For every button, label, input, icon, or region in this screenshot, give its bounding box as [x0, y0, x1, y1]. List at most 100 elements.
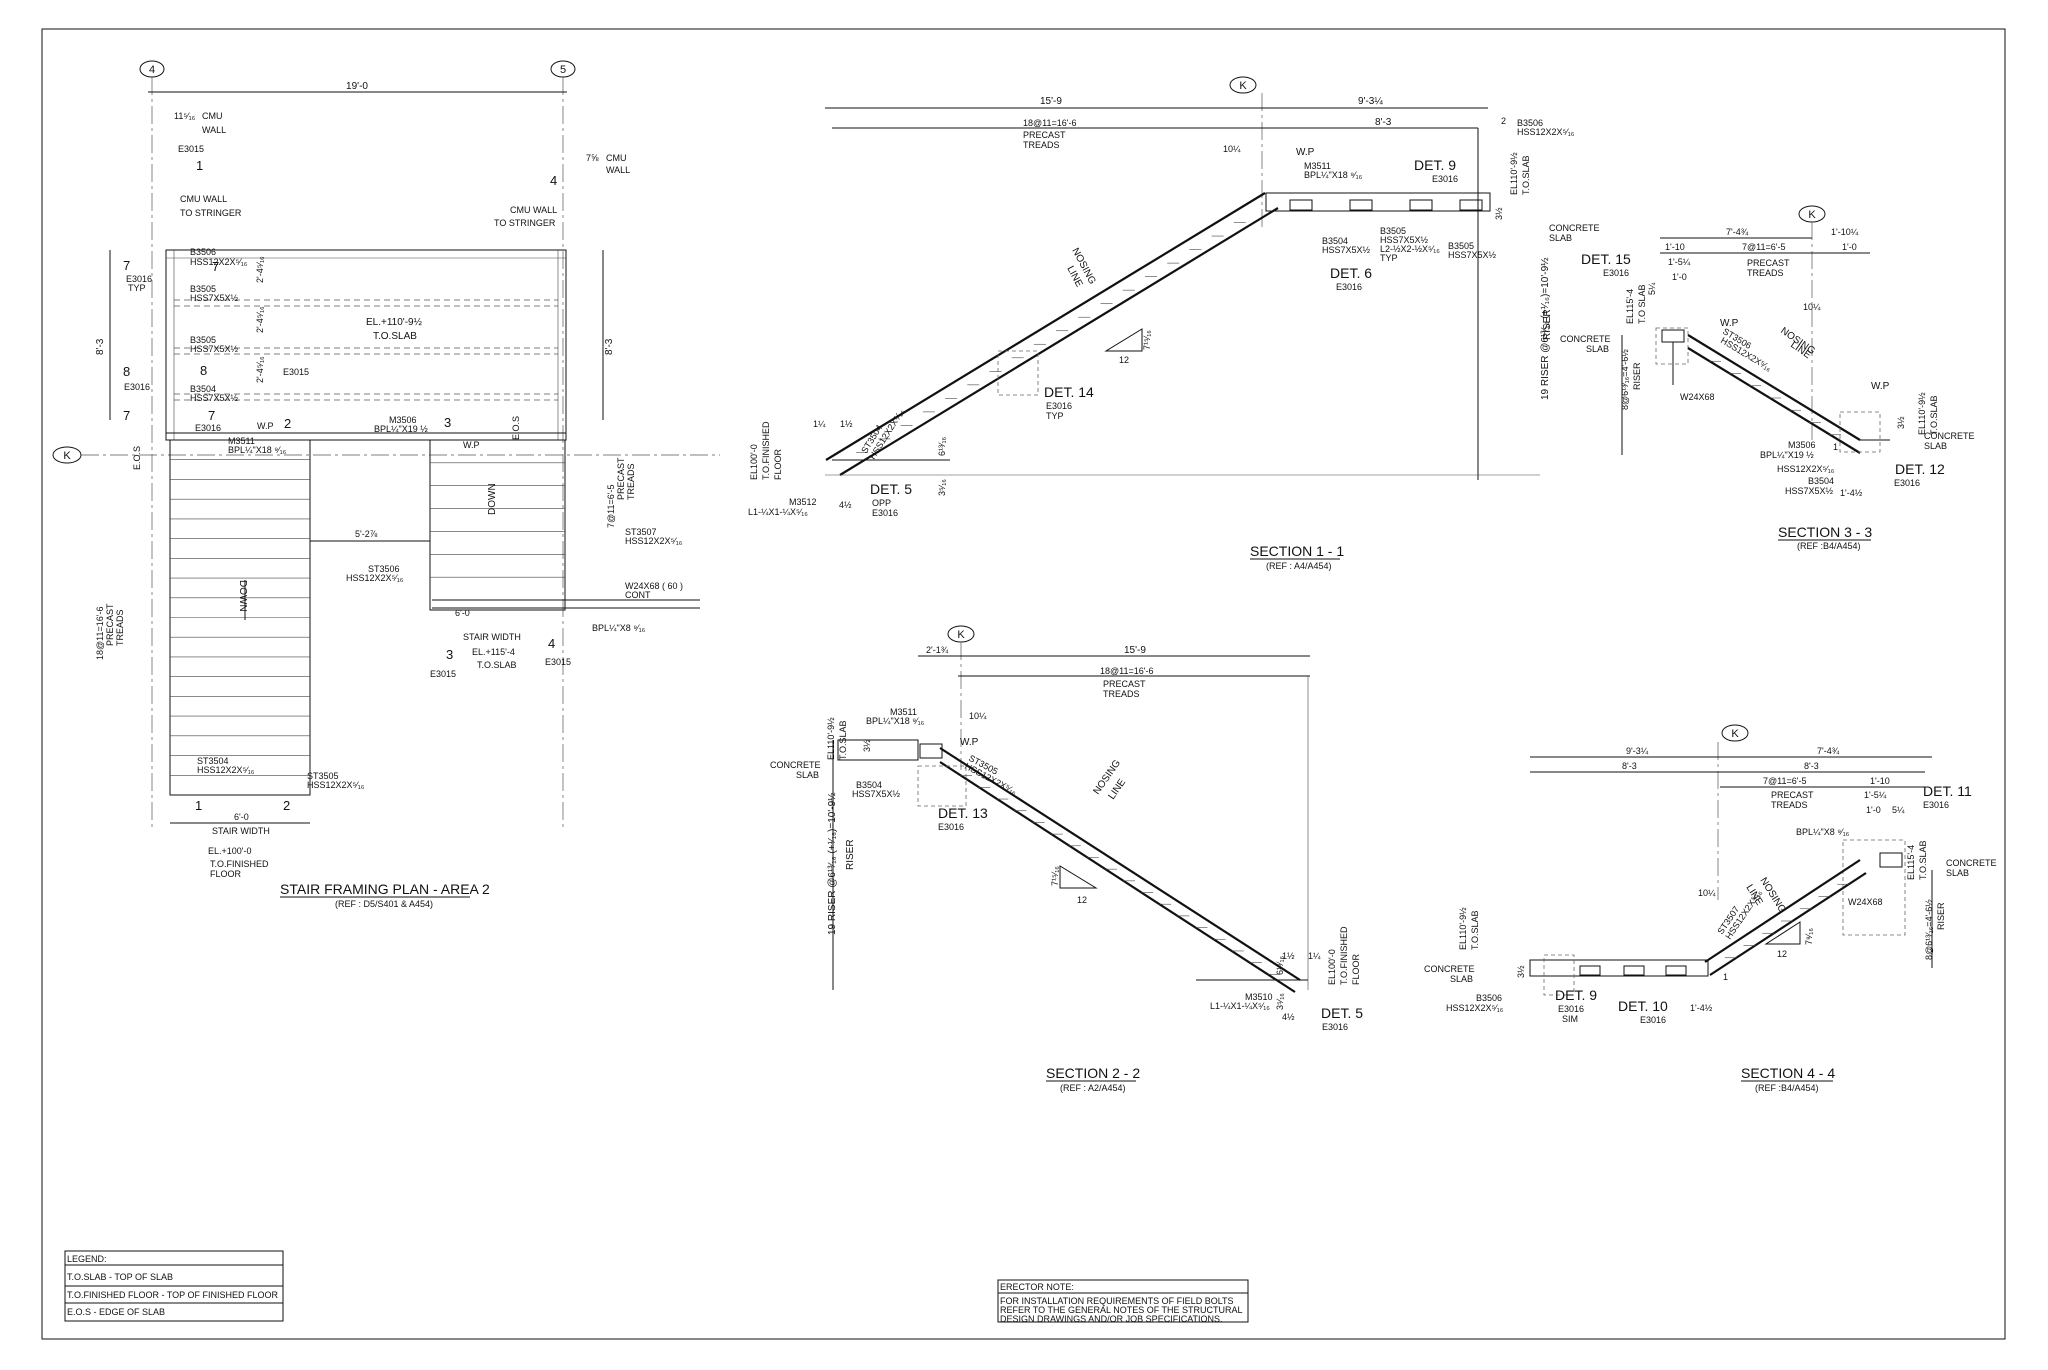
toslab-s44: T.O.SLAB [1918, 840, 1928, 880]
section-2-2: K 2'-1¾ 15'-9 18@11=16'-6 PRECAST TREADS… [770, 625, 1363, 1093]
dim11014-s33: 1'-10¼ [1831, 227, 1859, 237]
hss12-plan-right: HSS12X2X⁵⁄₁₆ [625, 536, 683, 546]
dim74-s33: 7'-4¾ [1726, 227, 1749, 237]
m3506-s33: M3506 [1788, 440, 1816, 450]
marker-4-bottom: 4 [548, 636, 555, 651]
d114-s22: 1¼ [1308, 951, 1321, 961]
d1412-s44: 1'-4½ [1690, 1003, 1713, 1013]
flight-down-right [429, 439, 566, 611]
riser-dim-s11: 19 RISER @6¹³⁄₁₆ (+¹⁄₁₆)=10'-9½ [1540, 257, 1551, 400]
e3016-det10-s44: E3016 [1640, 1015, 1666, 1025]
riser-s44: 8@6¹³⁄₁₆=4'-6½ [1924, 899, 1934, 960]
precast-plan-left: PRECAST [105, 603, 115, 646]
dim-6-0-bottom: 6'-0 [234, 812, 249, 822]
dim74-s44: 7'-4¾ [1817, 746, 1840, 756]
section-3-3: K 7'-4¾ 1'-10¼ 1'-10 7@11=6'-5 1'-0 1'-5… [1560, 205, 1975, 551]
plan-ref: (REF : D5/S401 & A454) [335, 899, 433, 909]
hss12-plan-mid: HSS12X2X⁵⁄₁₆ [346, 573, 404, 583]
marker-8-center: 8 [200, 363, 207, 378]
legend-heading: LEGEND: [67, 1254, 107, 1264]
det6-s11: DET. 6 [1330, 265, 1372, 281]
grid-label-k-s44: K [1731, 728, 1739, 740]
legend-item-3: E.O.S - EDGE OF SLAB [67, 1307, 165, 1317]
hss7-label-1: HSS7X5X½ [190, 293, 239, 303]
erector-note-box: ERECTOR NOTE: FOR INSTALLATION REQUIREME… [997, 1279, 1249, 1324]
d316-s22: 3⁵⁄₁₆ [1275, 993, 1285, 1010]
legend-item-1: T.O.SLAB - TOP OF SLAB [67, 1272, 173, 1282]
marker-8-left: 8 [123, 364, 130, 379]
m3511-plan: M3511 [228, 436, 255, 446]
st3507-plan: ST3507 [625, 527, 657, 537]
el110-s44: EL110'-9½ [1458, 907, 1468, 950]
riser2-s22: RISER [845, 839, 856, 870]
to-finished-plan: T.O.FINISHED [210, 859, 269, 869]
det13-callout-s22 [917, 765, 967, 807]
d514-s44: 5¼ [1892, 805, 1905, 815]
treads-s11: TREADS [1023, 140, 1060, 150]
el100-s22: EL100'-0 [1327, 949, 1337, 985]
concrete-s33-b: CONCRETE [1924, 431, 1975, 441]
landing-s44 [1529, 959, 1709, 977]
l2-s11: L2-½X2-½X⁵⁄₁₆ [1380, 244, 1440, 254]
grid-bubble-k-s44 [1721, 724, 1749, 742]
hss12-plan-bottom-left: HSS12X2X⁵⁄₁₆ [197, 765, 255, 775]
down-label-right: DOWN [487, 483, 498, 515]
d1-s33: 1 [1833, 442, 1838, 452]
det13-s22: DET. 13 [938, 805, 988, 821]
flight-right-treads [430, 462, 565, 578]
slab-s44: SLAB [1946, 868, 1969, 878]
wp-s33-b: W.P [1871, 381, 1890, 392]
d1514-s33: 1'-5¼ [1668, 257, 1691, 267]
el110-s22: EL110'-9½ [826, 717, 836, 760]
marker-1-top: 1 [196, 158, 203, 173]
dim-9-3-s11-text: 9'-3¼ [1358, 95, 1383, 107]
det11-callout-s44 [1842, 839, 1906, 936]
bpl-8-plan: BPL¼"X8 ⁹⁄₁₆ [592, 623, 646, 633]
bpl-s22: BPL¼"X18 ⁹⁄₁₆ [866, 716, 925, 726]
dim-19-0: 19'-0 [346, 81, 368, 92]
precast-s44: PRECAST [1771, 790, 1814, 800]
s44-ref: (REF :B4/A454) [1755, 1083, 1819, 1093]
concrete-s33: CONCRETE [1560, 334, 1611, 344]
marker-2-top: 2 [284, 416, 291, 431]
marker-7-center-2: 7 [208, 408, 215, 423]
dim-83-s11-text: 8'-3 [1375, 117, 1392, 128]
dim-83-left-text: 8'-3 [95, 338, 106, 355]
cont-plan: CONT [625, 590, 651, 600]
dim83a-s44: 8'-3 [1622, 761, 1637, 771]
d616-s11: 6¹³⁄₁₆ [937, 436, 947, 456]
stringer-s33-bottom [1687, 347, 1861, 454]
plan-title: STAIR FRAMING PLAN - AREA 2 [280, 881, 490, 897]
dim10-s33: 1'-0 [1842, 242, 1857, 252]
dim110-s44: 1'-10 [1870, 776, 1890, 786]
opp-s11: OPP [872, 498, 891, 508]
d616-s22: 6¹³⁄₁₆ [1275, 955, 1285, 975]
d312-s44: 3½ [1516, 965, 1526, 978]
beam-sec-s11-2 [1349, 199, 1373, 211]
treads-s11-group [856, 222, 1246, 453]
dim-5-2-7-8-text: 5'-2⅞ [355, 529, 378, 539]
dim83b-s44: 8'-3 [1804, 761, 1819, 771]
precast-plan-right: PRECAST [616, 457, 626, 500]
wp-s22: W.P [960, 737, 979, 748]
hss12b-s44: HSS12X2X⁵⁄₁₆ [1446, 1003, 1504, 1013]
marker-7-left: 7 [123, 258, 130, 273]
hss12-plan-bottom-right: HSS12X2X⁵⁄₁₆ [307, 780, 365, 790]
erector-note-line-1: FOR INSTALLATION REQUIREMENTS OF FIELD B… [1000, 1296, 1234, 1306]
hss7-s22: HSS7X5X½ [852, 789, 901, 799]
hss7-s11: HSS7X5X½ [1322, 245, 1371, 255]
precast-s33: PRECAST [1747, 258, 1790, 268]
toslab-s11: T.O.SLAB [1521, 155, 1531, 195]
e3016-det11-s44: E3016 [1923, 800, 1949, 810]
wall-label-right: WALL [606, 165, 630, 175]
precast-11-plan: 7@11=6'-5 [606, 485, 616, 528]
wp-plan-right: W.P [463, 440, 480, 450]
hss7-label-2: HSS7X5X½ [190, 344, 239, 354]
marker-3-bottom: 3 [446, 647, 453, 662]
slope2-s22: 12 [1077, 895, 1087, 905]
grid-bubble-k-s11 [1229, 76, 1257, 94]
treads-s22: TREADS [1103, 689, 1140, 699]
section-4-4: K 9'-3¼ 7'-4¾ 8'-3 8'-3 7@11=6'-5 1'-10 … [1424, 724, 1997, 1093]
hss7b-s11: HSS7X5X½ [1380, 235, 1429, 245]
toslab2-s33: T.O.SLAB [1929, 395, 1939, 435]
